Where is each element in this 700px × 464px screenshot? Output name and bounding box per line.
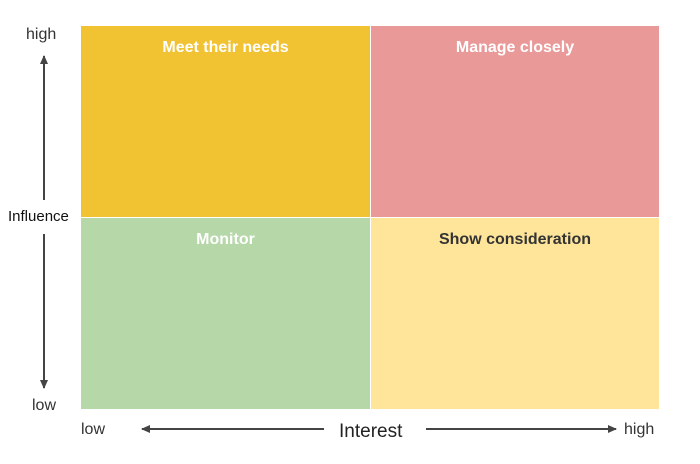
quadrant-label: Show consideration [438,231,591,248]
x-axis-title: Interest [339,421,403,442]
quadrant-label: Monitor [196,231,255,248]
quadrant-label: Manage closely [455,39,575,56]
quadrant-label: Meet their needs [162,39,289,56]
quadrant-manage-closely: Manage closely [371,26,659,217]
y-axis-low-label: low [32,397,57,414]
quadrant-monitor: Monitor [81,218,370,409]
x-axis-high-label: high [624,421,655,438]
y-axis-title: Influence [8,208,69,225]
y-axis-high-label: high [26,26,57,43]
x-axis-low-label: low [81,421,106,438]
quadrant-meet-their-needs: Meet their needs [81,26,370,217]
stakeholder-matrix: Meet their needs Manage closely Monitor … [81,26,659,409]
quadrant-show-consideration: Show consideration [371,218,659,409]
